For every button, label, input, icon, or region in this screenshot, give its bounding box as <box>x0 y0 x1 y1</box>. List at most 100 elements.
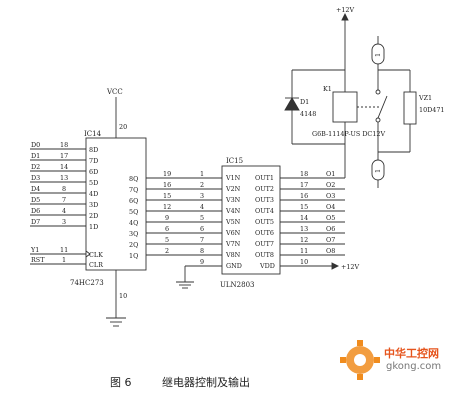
svg-text:O8: O8 <box>326 247 335 255</box>
svg-text:V8N: V8N <box>225 251 241 259</box>
svg-text:1: 1 <box>374 169 382 173</box>
svg-text:D5: D5 <box>31 196 40 204</box>
svg-text:O6: O6 <box>326 225 335 233</box>
ic14-input-d0: D0 18 8D <box>30 141 98 154</box>
ic14-ref: IC14 <box>84 130 102 138</box>
v12-arrow-icon <box>341 12 349 21</box>
ic14-ground-icon <box>106 317 126 327</box>
output-wires: 18 17 16 15 14 13 12 11 O1 O2 O3 O4 O5 O… <box>280 144 346 256</box>
svg-text:1Q: 1Q <box>129 252 138 260</box>
svg-text:5: 5 <box>165 236 169 244</box>
svg-text:3: 3 <box>200 192 204 200</box>
ic14-input-d2: D2 14 6D <box>30 163 98 176</box>
varistor-part: 10D471 <box>419 106 444 114</box>
relay-ref: K1 <box>323 85 332 93</box>
figure-title: 继电器控制及输出 <box>162 376 250 389</box>
figure-number: 图 6 <box>110 376 132 389</box>
ic14-input-clk: Y1 11 CLK <box>30 246 103 259</box>
ic14-input-d6: D6 4 2D <box>30 207 98 220</box>
svg-text:9: 9 <box>165 214 169 222</box>
watermark-gear-icon <box>340 340 380 380</box>
svg-text:CLK: CLK <box>89 251 103 259</box>
ic15-ref: IC15 <box>226 157 243 165</box>
svg-text:17: 17 <box>300 181 308 189</box>
varistor-ref: VZ1 <box>418 94 432 102</box>
ic14: IC14 74HC273 VCC 20 10 D0 18 8D D1 17 <box>30 88 147 327</box>
ic14-input-d7: D7 3 1D <box>30 218 98 231</box>
svg-text:O2: O2 <box>326 181 335 189</box>
svg-text:D6: D6 <box>31 207 40 215</box>
diode-part: 4148 <box>300 110 316 118</box>
svg-text:OUT3: OUT3 <box>255 196 274 204</box>
svg-text:V3N: V3N <box>225 196 241 204</box>
ic14-bottom-pin: 10 <box>119 292 127 300</box>
svg-text:5D: 5D <box>89 179 98 187</box>
bus-wires: 19 16 15 12 9 6 5 2 1 2 3 4 5 6 7 8 <box>146 170 222 256</box>
svg-text:Y1: Y1 <box>30 246 39 254</box>
svg-text:6D: 6D <box>89 168 98 176</box>
svg-text:15: 15 <box>163 192 171 200</box>
svg-text:V6N: V6N <box>225 229 241 237</box>
relay-part: G6B-1114P-US DC12V <box>312 130 385 138</box>
svg-text:GND: GND <box>226 262 242 270</box>
svg-text:13: 13 <box>300 225 308 233</box>
switch-blade <box>377 95 388 119</box>
svg-text:O1: O1 <box>326 170 335 178</box>
varistor <box>403 91 417 125</box>
svg-text:5Q: 5Q <box>129 208 138 216</box>
diode-ref: D1 <box>300 98 309 106</box>
vdd-arrow-icon <box>331 262 340 270</box>
svg-text:1: 1 <box>62 256 66 264</box>
svg-text:3Q: 3Q <box>129 230 138 238</box>
svg-text:5: 5 <box>200 214 204 222</box>
vcc-label: VCC <box>106 88 123 96</box>
svg-text:2: 2 <box>200 181 204 189</box>
svg-text:1: 1 <box>200 170 204 178</box>
svg-text:2D: 2D <box>89 212 98 220</box>
svg-text:V7N: V7N <box>225 240 241 248</box>
svg-text:4: 4 <box>200 203 204 211</box>
svg-text:D2: D2 <box>31 163 40 171</box>
svg-text:8D: 8D <box>89 146 98 154</box>
svg-text:2Q: 2Q <box>129 241 138 249</box>
svg-text:2: 2 <box>165 247 169 255</box>
ic14-inputs: D0 18 8D D1 17 7D D2 14 6D D3 13 5D <box>30 141 103 269</box>
svg-text:16: 16 <box>163 181 171 189</box>
svg-text:RST: RST <box>31 256 45 264</box>
svg-text:7Q: 7Q <box>129 186 138 194</box>
svg-text:V5N: V5N <box>225 218 241 226</box>
svg-text:O5: O5 <box>326 214 335 222</box>
clock-edge-icon <box>85 250 91 258</box>
svg-text:D3: D3 <box>31 174 40 182</box>
svg-text:8: 8 <box>200 247 204 255</box>
svg-text:OUT5: OUT5 <box>255 218 274 226</box>
relay-section: +12V K1 G6B-1114P-US DC12V D1 4148 VZ1 1… <box>284 6 444 188</box>
svg-text:D0: D0 <box>31 141 40 149</box>
svg-text:16: 16 <box>300 192 308 200</box>
svg-text:4D: 4D <box>89 190 98 198</box>
svg-text:D7: D7 <box>31 218 40 226</box>
diode-icon <box>284 97 300 111</box>
ic14-input-d5: D5 7 3D <box>30 196 98 209</box>
svg-text:1D: 1D <box>89 223 98 231</box>
svg-text:18: 18 <box>60 141 68 149</box>
svg-text:4: 4 <box>62 207 66 215</box>
svg-text:11: 11 <box>60 246 68 254</box>
svg-text:OUT1: OUT1 <box>255 174 274 182</box>
svg-text:OUT2: OUT2 <box>255 185 274 193</box>
svg-text:3D: 3D <box>89 201 98 209</box>
svg-text:14: 14 <box>60 163 68 171</box>
svg-text:12: 12 <box>300 236 308 244</box>
relay-coil <box>332 91 358 123</box>
svg-text:14: 14 <box>300 214 308 222</box>
svg-text:12: 12 <box>163 203 171 211</box>
svg-text:8Q: 8Q <box>129 175 138 183</box>
watermark-brand: 中华工控网 <box>384 347 439 360</box>
svg-text:D4: D4 <box>31 185 40 193</box>
ic14-top-pin: 20 <box>119 123 127 131</box>
svg-text:6Q: 6Q <box>129 197 138 205</box>
svg-text:7: 7 <box>200 236 204 244</box>
svg-text:3: 3 <box>62 218 66 226</box>
svg-text:VDD: VDD <box>259 262 275 270</box>
